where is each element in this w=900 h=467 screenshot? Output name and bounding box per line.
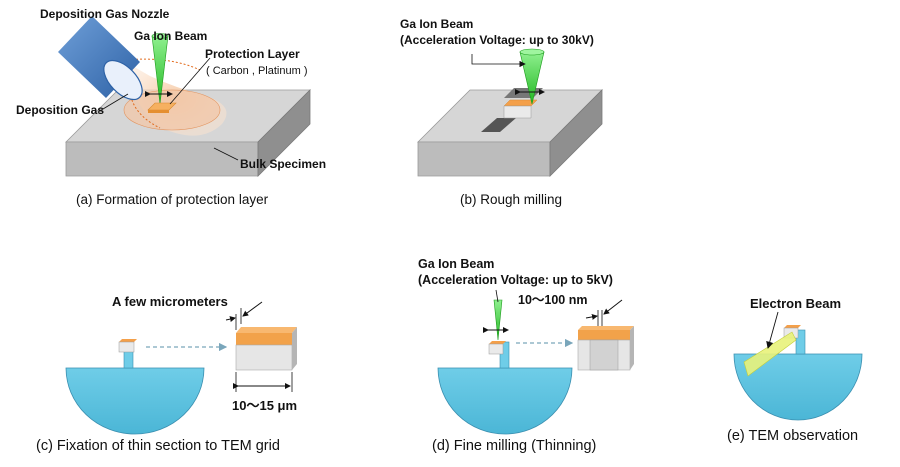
panel-d: Ga Ion Beam (Acceleration Voltage: up to… bbox=[418, 257, 634, 454]
voltage-label-d: (Acceleration Voltage: up to 5kV) bbox=[418, 273, 613, 287]
protection-layer-materials: ( Carbon , Platinum ) bbox=[206, 65, 307, 77]
tem-grid-half-disc bbox=[65, 367, 205, 435]
leader-beam-d bbox=[495, 289, 499, 303]
small-lamella-body-c bbox=[118, 341, 135, 353]
caption-b: (b) Rough milling bbox=[460, 192, 562, 207]
lamella-side-c bbox=[292, 327, 297, 370]
leader-layer bbox=[169, 57, 211, 105]
tem-grid-half-disc-e bbox=[733, 353, 863, 421]
small-lamella-top-e bbox=[784, 325, 801, 328]
deposition-gas-label: Deposition Gas bbox=[16, 103, 104, 117]
caption-e: (e) TEM observation bbox=[727, 428, 858, 444]
leader-gas bbox=[97, 93, 129, 113]
width-label-c: 10～15 μm bbox=[232, 398, 297, 413]
deposition-gas-nozzle bbox=[58, 16, 143, 101]
electron-beam-label: Electron Beam bbox=[750, 296, 841, 311]
lamella-top-c bbox=[236, 327, 297, 333]
thickness-arrow-c bbox=[225, 316, 236, 323]
ion-beam-cone-d bbox=[493, 299, 503, 341]
protection-layer-label: Protection Layer bbox=[205, 47, 300, 61]
small-lamella-top-c bbox=[119, 339, 137, 342]
caption-d: (d) Fine milling (Thinning) bbox=[432, 438, 596, 454]
lamella-front-b bbox=[503, 105, 532, 119]
protection-layer-pad-front bbox=[148, 110, 169, 113]
thickness-label-c: A few micrometers bbox=[112, 294, 228, 309]
specimen-side-face-b bbox=[549, 89, 603, 177]
panel-a: Deposition Gas Nozzle Ga Ion Beam Protec… bbox=[16, 7, 326, 207]
ion-beam-top-b bbox=[519, 48, 545, 56]
gas-spread-ellipse bbox=[123, 89, 221, 131]
bulk-specimen-front-face bbox=[65, 141, 259, 177]
lamella-body-c bbox=[235, 344, 293, 371]
beam-label-a: Ga Ion Beam bbox=[134, 29, 207, 43]
beam-label-b: Ga Ion Beam bbox=[400, 17, 473, 31]
small-lamella-body-d bbox=[488, 343, 504, 355]
panel-b: Ga Ion Beam (Acceleration Voltage: up to… bbox=[400, 17, 603, 207]
thinned-lamella-d bbox=[577, 326, 634, 371]
caption-a: (a) Formation of protection layer bbox=[76, 192, 269, 207]
electron-beam bbox=[743, 331, 797, 377]
lamella-orange-band-c bbox=[236, 333, 292, 345]
panel-e: Electron Beam (e) TEM observation bbox=[727, 296, 863, 444]
tem-grid-post bbox=[123, 349, 134, 369]
nozzle-label: Deposition Gas Nozzle bbox=[40, 7, 170, 21]
bulk-specimen-label: Bulk Specimen bbox=[240, 157, 326, 171]
panel-c: A few micrometers 10～15 μm (c) Fixation … bbox=[36, 294, 297, 454]
specimen-front-face-b bbox=[417, 141, 551, 177]
beam-label-d: Ga Ion Beam bbox=[418, 257, 494, 271]
thickness-arrow-c-2 bbox=[242, 301, 263, 317]
tem-grid-post-e bbox=[795, 329, 806, 355]
thickness-arrow-d bbox=[585, 313, 598, 320]
caption-c: (c) Fixation of thin section to TEM grid bbox=[36, 438, 280, 454]
ion-beam-top bbox=[151, 33, 169, 39]
tem-grid-half-disc-d bbox=[437, 367, 573, 435]
thickness-label-d: 10～100 nm bbox=[518, 293, 587, 307]
bulk-specimen-side-face bbox=[257, 89, 311, 177]
thickness-arrow-d-2 bbox=[603, 299, 623, 315]
leader-electron-beam bbox=[766, 311, 779, 349]
leader-beam-b bbox=[471, 54, 526, 68]
leader-specimen bbox=[213, 147, 239, 161]
voltage-label-b: (Acceleration Voltage: up to 30kV) bbox=[400, 33, 594, 47]
small-lamella-top-d bbox=[489, 341, 506, 344]
milled-trench-front bbox=[481, 118, 516, 132]
